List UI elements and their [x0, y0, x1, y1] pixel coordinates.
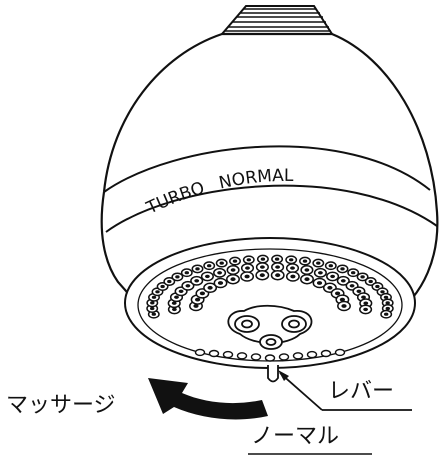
lever-leader-arrowhead [278, 370, 289, 381]
nozzle-hole [246, 258, 251, 262]
nozzle-hole [304, 268, 310, 272]
nozzle-hole [160, 284, 165, 289]
nozzle-hole [232, 259, 238, 263]
rim-nozzle [334, 348, 346, 357]
nozzle-hole [274, 257, 280, 261]
nozzle-hole [217, 271, 223, 275]
rim-nozzle [208, 349, 220, 358]
nozzle-hole [351, 271, 356, 275]
nozzle-hole [167, 279, 172, 284]
rim-nozzle [320, 349, 332, 358]
nozzle-hole [368, 279, 373, 284]
rim-nozzle [250, 353, 262, 361]
nozzle-hole [289, 258, 294, 262]
nozzle-hole [384, 312, 389, 316]
lever [267, 365, 279, 383]
nozzle-hole [205, 274, 210, 279]
nozzle-hole [207, 285, 213, 290]
nozzle-hole [260, 265, 265, 269]
nozzle-hole [259, 273, 265, 278]
nozzle-hole [174, 295, 179, 299]
rim-nozzle [292, 352, 304, 360]
rim-nozzle [222, 350, 234, 359]
rim-nozzle [194, 348, 206, 357]
rim-nozzle [236, 352, 248, 360]
band-lower-line [105, 184, 438, 233]
nozzle-hole [304, 277, 310, 282]
rotation-arrow [148, 378, 268, 420]
nozzle-hole [178, 289, 184, 293]
nozzle-hole [244, 274, 250, 279]
normal-mode-callout: ノーマル [251, 424, 340, 449]
nozzle-hole [195, 267, 200, 271]
nozzle-hole [290, 266, 295, 270]
jet-left-core [241, 319, 253, 329]
nozzle-hole [375, 284, 380, 289]
nozzle-hole [275, 265, 280, 269]
rim-nozzle [306, 350, 318, 359]
nozzle-hole [151, 295, 157, 299]
nozzle-hole [207, 264, 212, 268]
nozzle-hole [260, 257, 266, 261]
nozzle-hole [380, 290, 385, 294]
nozzle-hole [356, 289, 362, 293]
nozzle-hole [340, 267, 345, 271]
nozzle-hole [316, 281, 323, 285]
nozzle-hole [341, 304, 347, 308]
nozzle-hole [335, 291, 341, 296]
band-upper-line [103, 145, 431, 193]
nozzle-hole [361, 295, 366, 299]
nozzle-hole [385, 301, 390, 305]
nozzle-hole [184, 271, 189, 275]
nozzle-hole [318, 271, 323, 275]
nozzle-hole [245, 266, 250, 270]
jet-center-core [265, 338, 277, 346]
nozzle-hole [194, 279, 200, 283]
nozzle-hole [230, 268, 236, 272]
nozzle-hole [290, 274, 296, 279]
nozzle-hole [302, 259, 308, 263]
nozzle-hole [230, 277, 236, 282]
nozzle-hole [219, 261, 224, 265]
threaded-neck [219, 5, 334, 35]
nozzle-hole [199, 291, 205, 296]
nozzle-hole [327, 285, 333, 290]
rim-nozzle [278, 353, 290, 361]
spray-nozzles [146, 254, 394, 362]
nozzle-hole [150, 306, 155, 311]
nozzle-hole [155, 290, 160, 294]
lever-leader [278, 370, 412, 411]
center-jets [227, 304, 313, 350]
nozzle-hole [363, 301, 369, 305]
nozzle-hole [151, 312, 156, 316]
nozzle-hole [339, 297, 345, 302]
nozzle-hole [217, 281, 224, 285]
nozzle-hole [275, 273, 281, 278]
nozzle-hole [171, 301, 177, 305]
lever-label: レバー [328, 379, 395, 404]
nozzle-hole [175, 275, 180, 279]
nozzle-hole [195, 297, 201, 302]
nozzle-hole [330, 274, 335, 279]
nozzle-hole [383, 295, 389, 299]
massage-mode-label: マッサージ [6, 393, 116, 418]
nozzle-hole [172, 307, 177, 312]
nozzle-hole [340, 279, 346, 283]
nozzle-hole [360, 275, 365, 279]
nozzle-hole [385, 306, 390, 311]
nozzle-hole [328, 264, 333, 268]
jet-right-core [288, 319, 300, 329]
nozzle-hole [193, 304, 199, 308]
nozzle-hole [349, 284, 355, 288]
nozzle-hole [185, 284, 191, 288]
nozzle-hole [316, 261, 321, 265]
nozzle-hole [150, 301, 155, 305]
nozzle-hole [363, 307, 368, 312]
rim-nozzle [264, 354, 276, 362]
